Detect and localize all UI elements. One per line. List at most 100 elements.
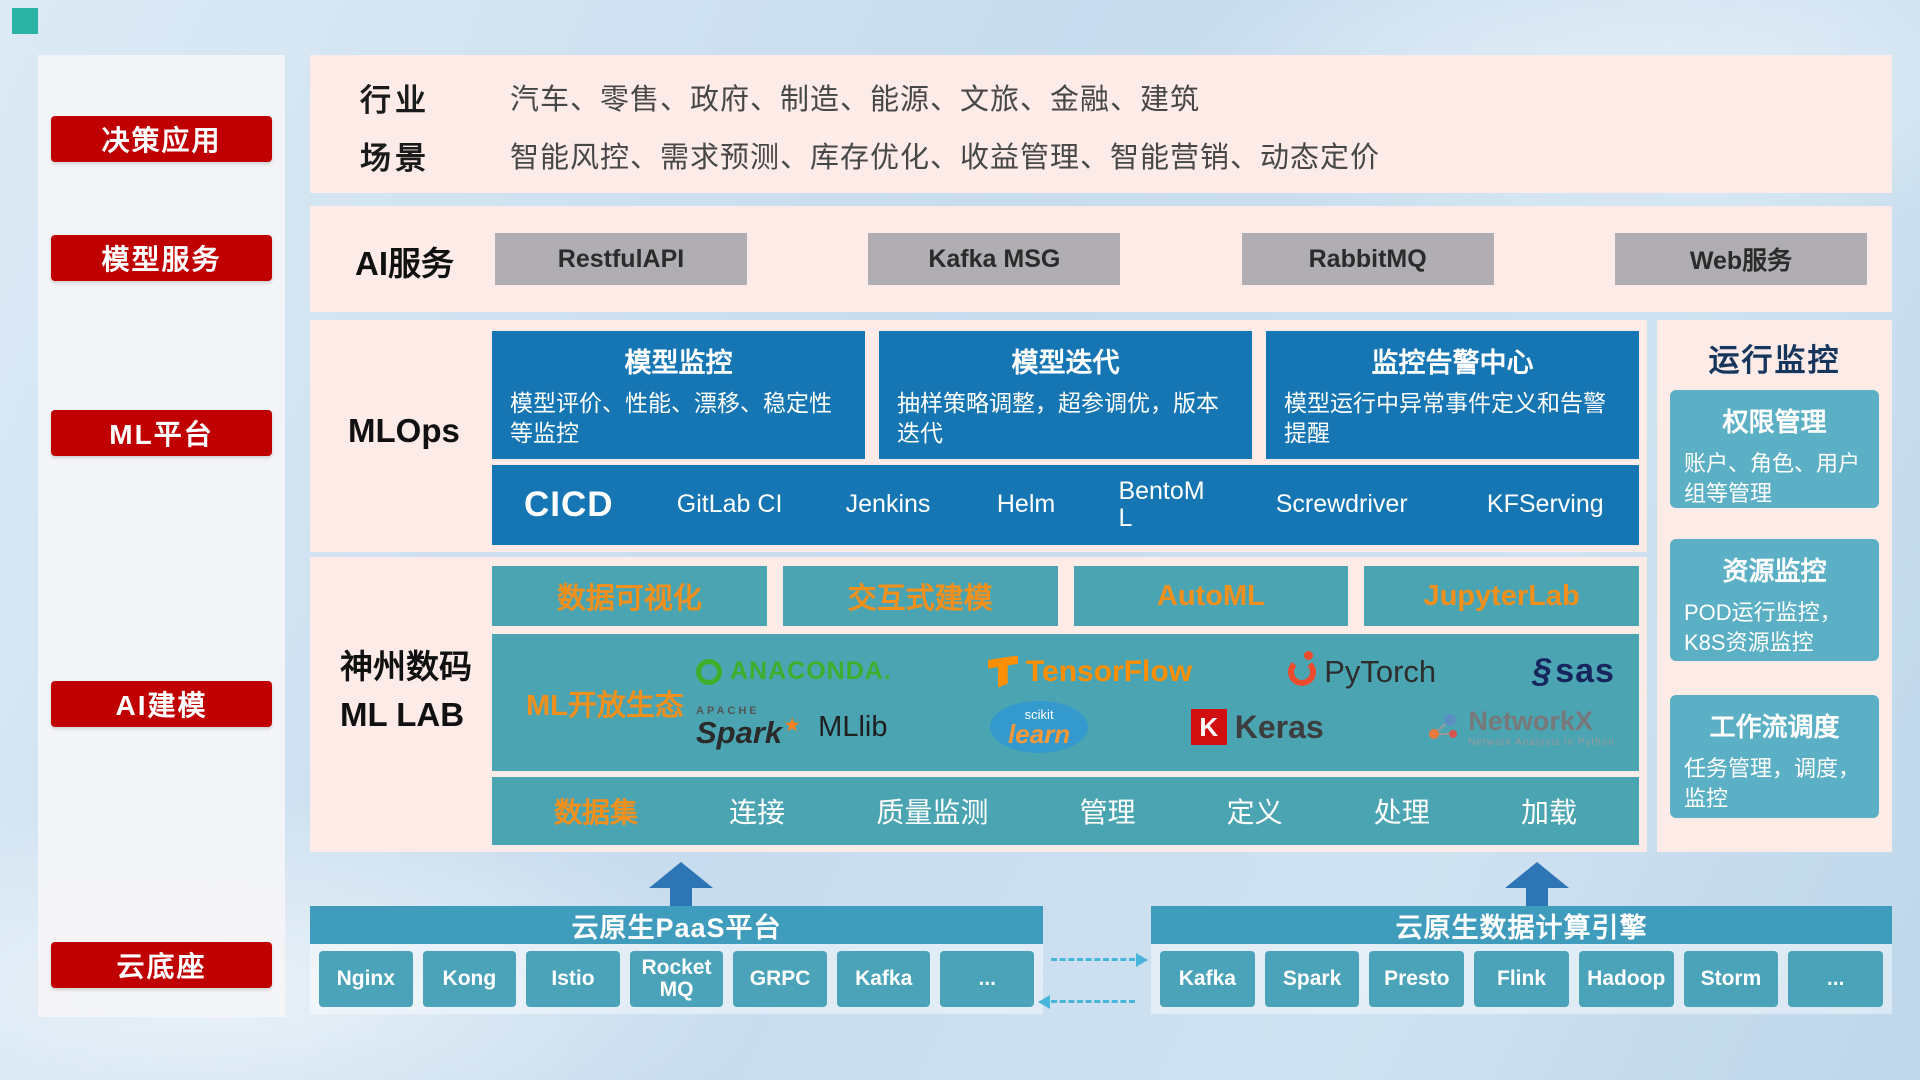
more-chip: ... [940,951,1035,1007]
spark-star-icon [784,717,800,732]
cicd-item-jenkins: Jenkins [845,490,931,519]
dataset-item-manage: 管理 [1079,797,1136,828]
card-desc: 抽样策略调整，超参调优，版本迭代 [897,390,1219,447]
sidebar-item-decision-application: 决策应用 [51,116,272,162]
more-chip: ... [1788,951,1884,1007]
ai-service-label: AI服务 [355,245,454,282]
permission-management-card: 权限管理 账户、角色、用户组等管理 [1670,390,1879,508]
data-engine-bar: 云原生数据计算引擎 [1151,906,1892,944]
sas-logo: § sas [1532,652,1615,690]
mllab-tools-row: 数据可视化 交互式建模 AutoML JupyterLab [492,566,1639,626]
spark-chip: Spark [1264,951,1360,1007]
cicd-bar: CICD GitLab CI Jenkins Helm BentoML Scre… [492,465,1639,545]
card-title: 监控告警中心 [1371,348,1534,378]
ecosystem-logos: ANACONDA. TensorFlow PyTorch § sas [696,650,1615,753]
kafka-chip: Kafka [836,951,931,1007]
mllab-label: 神州数码 ML LAB [340,643,472,739]
networkx-icon [1429,713,1458,739]
card-title: 模型监控 [624,348,733,378]
tensorflow-icon [987,655,1018,688]
industry-value: 汽车、零售、政府、制造、能源、文旅、金融、建筑 [510,84,1201,116]
alert-center-card: 监控告警中心 模型运行中异常事件定义和告警提醒 [1266,331,1639,459]
runtime-monitoring-panel: 运行监控 权限管理 账户、角色、用户组等管理 资源监控 POD运行监控，K8S资… [1657,320,1892,852]
dashed-arrow-left [1038,995,1135,1009]
cicd-item-screwdriver: Screwdriver [1275,490,1408,519]
spark-wordmark: Spark [696,715,783,750]
keras-icon: K [1190,709,1227,745]
networkx-logo: NetworkX Network Analysis in Python [1426,706,1615,749]
paas-platform-bar: 云原生PaaS平台 [310,906,1043,944]
up-arrow-engine [1505,862,1569,906]
sas-icon: § [1532,652,1552,690]
dataset-item-define: 定义 [1226,797,1283,828]
mllib-label: MLlib [818,710,888,743]
mlops-cards: 模型监控 模型评价、性能、漂移、稳定性等监控 模型迭代 抽样策略调整，超参调优，… [492,331,1639,459]
ai-service-buttons: RestfulAPI Kafka MSG RabbitMQ Web服务 [495,233,1867,285]
tensorflow-logo: TensorFlow [987,655,1192,689]
dataset-item-connect: 连接 [729,797,786,828]
web-service-chip: Web服务 [1614,233,1867,285]
industry-label: 行业 [360,82,430,118]
kong-chip: Kong [422,951,517,1007]
dataset-item-dataset: 数据集 [554,797,639,828]
mlops-label: MLOps [348,412,460,449]
resource-monitoring-card: 资源监控 POD运行监控，K8S资源监控 [1670,539,1879,661]
ml-ecosystem-box: ML开放生态 ANACONDA. TensorFlow PyTorch [492,634,1639,771]
sidebar: 决策应用 模型服务 ML平台 AI建模 云底座 [38,55,285,1017]
storm-chip: Storm [1683,951,1779,1007]
rabbitmq-chip: RabbitMQ [1241,233,1494,285]
logo-row-top: ANACONDA. TensorFlow PyTorch § sas [696,650,1615,691]
sidebar-item-model-service: 模型服务 [51,235,272,281]
interactive-modeling-chip: 交互式建模 [782,566,1058,626]
pytorch-logo: PyTorch [1288,650,1436,690]
dataset-item-load: 加载 [1520,797,1577,828]
grpc-chip: GRPC [733,951,827,1007]
ai-service-panel: AI服务 RestfulAPI Kafka MSG RabbitMQ Web服务 [310,206,1892,312]
jupyterlab-chip: JupyterLab [1364,566,1639,626]
dataset-row: 数据集 连接 质量监测 管理 定义 处理 加载 [492,777,1639,845]
restfulapi-chip: RestfulAPI [495,233,747,285]
cicd-item-gitlab-ci: GitLab CI [676,490,783,519]
sidebar-item-cloud-base: 云底座 [51,942,272,988]
sidebar-item-ml-platform: ML平台 [51,410,272,456]
data-engine-components: Kafka Spark Presto Flink Hadoop Storm ..… [1151,944,1892,1014]
kafka-chip: Kafka [1160,951,1255,1007]
runtime-monitoring-title: 运行监控 [1708,343,1841,378]
anaconda-icon [696,658,722,685]
cicd-title: CICD [524,485,614,524]
networkx-tagline: Network Analysis in Python [1468,736,1615,748]
industry-row: 行业 汽车、零售、政府、制造、能源、文旅、金融、建筑 [360,73,1862,121]
scikit-learn-icon: scikit learn [990,701,1089,753]
model-iteration-card: 模型迭代 抽样策略调整，超参调优，版本迭代 [879,331,1252,459]
card-desc: 模型评价、性能、漂移、稳定性等监控 [510,390,832,447]
scenario-value: 智能风控、需求预测、库存优化、收益管理、智能营销、动态定价 [510,142,1381,174]
automl-chip: AutoML [1073,566,1349,626]
pytorch-icon [1288,650,1317,686]
presto-chip: Presto [1369,951,1465,1007]
hadoop-chip: Hadoop [1578,951,1674,1007]
istio-chip: Istio [526,951,620,1007]
workflow-scheduling-card: 工作流调度 任务管理，调度，监控 [1670,695,1879,818]
paas-components: Nginx Kong Istio RocketMQ GRPC Kafka ... [310,944,1043,1014]
industry-scenario-panel: 行业 汽车、零售、政府、制造、能源、文旅、金融、建筑 场景 智能风控、需求预测、… [310,55,1892,193]
dataset-item-process: 处理 [1373,797,1430,828]
scenario-label: 场景 [360,140,430,176]
spark-mllib-logo: APACHE Spark MLlib [696,705,888,750]
cicd-item-helm: Helm [996,490,1056,519]
kafka-msg-chip: Kafka MSG [868,233,1121,285]
mllab-label-line2: ML LAB [340,695,465,733]
dataset-item-quality: 质量监测 [876,797,989,828]
nginx-chip: Nginx [319,951,413,1007]
mllab-label-line1: 神州数码 [340,648,472,685]
anaconda-logo: ANACONDA. [696,657,892,686]
sidebar-item-ai-modeling: AI建模 [51,681,272,727]
keras-logo: K Keras [1190,709,1324,746]
data-visualization-chip: 数据可视化 [492,566,767,626]
flink-chip: Flink [1474,951,1569,1007]
ml-ecosystem-label: ML开放生态 [526,689,684,722]
scikit-learn-logo: scikit learn [990,701,1089,753]
apache-label: APACHE [696,705,760,717]
logo-row-bottom: APACHE Spark MLlib scikit learn [696,701,1615,753]
dashed-arrow-right [1051,953,1148,967]
